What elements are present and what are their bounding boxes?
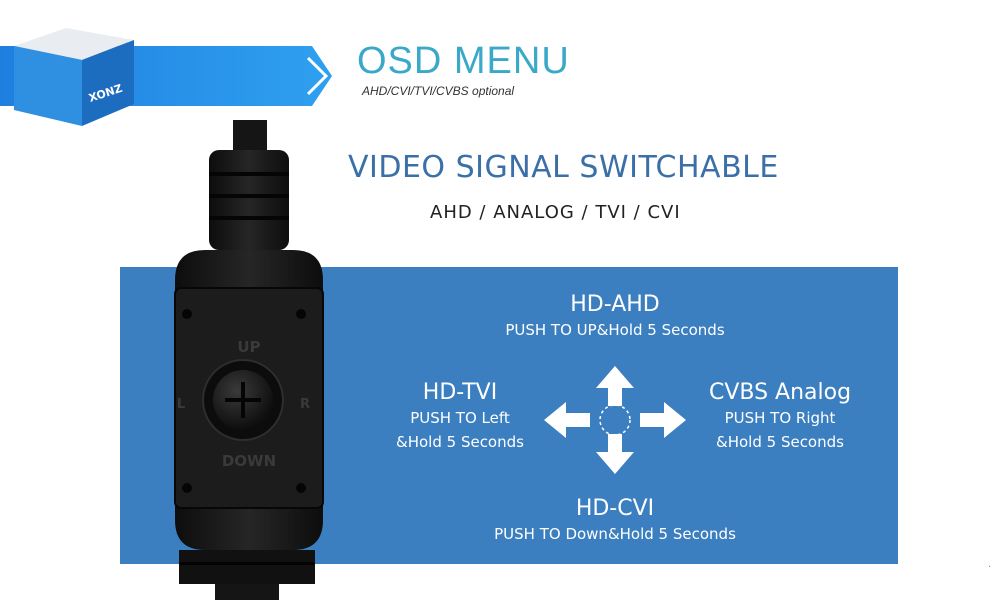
edge-mark: · — [988, 562, 992, 573]
center-dashed-circle — [599, 404, 631, 436]
mode-right-instruction-2: &Hold 5 Seconds — [716, 433, 844, 451]
device-label-up: UP — [237, 338, 260, 356]
mode-up-name: HD-AHD — [570, 292, 660, 317]
cube-right — [82, 40, 134, 126]
lower-strain-relief — [179, 550, 315, 584]
mode-left-instruction-1: PUSH TO Left — [410, 409, 510, 427]
screw-icon — [296, 309, 306, 319]
cube-top — [14, 28, 134, 60]
four-direction-arrows-icon — [544, 366, 686, 474]
screw-icon — [296, 483, 306, 493]
mode-down-name: HD-CVI — [575, 496, 655, 521]
screw-icon — [182, 309, 192, 319]
cube-left — [14, 46, 82, 126]
mode-left-instruction-2: &Hold 5 Seconds — [396, 433, 524, 451]
mode-down-instruction: PUSH TO Down&Hold 5 Seconds — [494, 525, 736, 543]
brand-banner: XONZ — [0, 28, 332, 126]
cable-bottom — [215, 584, 279, 600]
headline-title: VIDEO SIGNAL SWITCHABLE — [348, 150, 779, 185]
device-label-left: L — [177, 397, 185, 412]
device-label-right: R — [300, 397, 310, 412]
banner-arrow-chevron — [306, 56, 329, 96]
osd-menu-subtitle: AHD/CVI/TVI/CVBS optional — [362, 84, 515, 98]
device-label-down: DOWN — [222, 452, 276, 470]
arrow-down-icon — [596, 434, 634, 474]
osd-menu-title: OSD MENU — [357, 40, 570, 82]
joystick-cross-icon — [225, 382, 261, 418]
mode-left-name: HD-TVI — [422, 380, 498, 405]
screw-icon — [182, 483, 192, 493]
strain-relief — [209, 150, 289, 250]
mode-right-instruction-1: PUSH TO Right — [724, 409, 836, 427]
arrow-up-icon — [596, 366, 634, 406]
mode-up-instruction: PUSH TO UP&Hold 5 Seconds — [505, 321, 725, 339]
osd-joystick-device: UP DOWN L R — [174, 120, 324, 600]
mode-right-name: CVBS Analog — [708, 380, 852, 405]
headline-subtitle: AHD / ANALOG / TVI / CVI — [430, 202, 681, 223]
arrow-left-icon — [544, 402, 590, 438]
arrow-right-icon — [640, 402, 686, 438]
